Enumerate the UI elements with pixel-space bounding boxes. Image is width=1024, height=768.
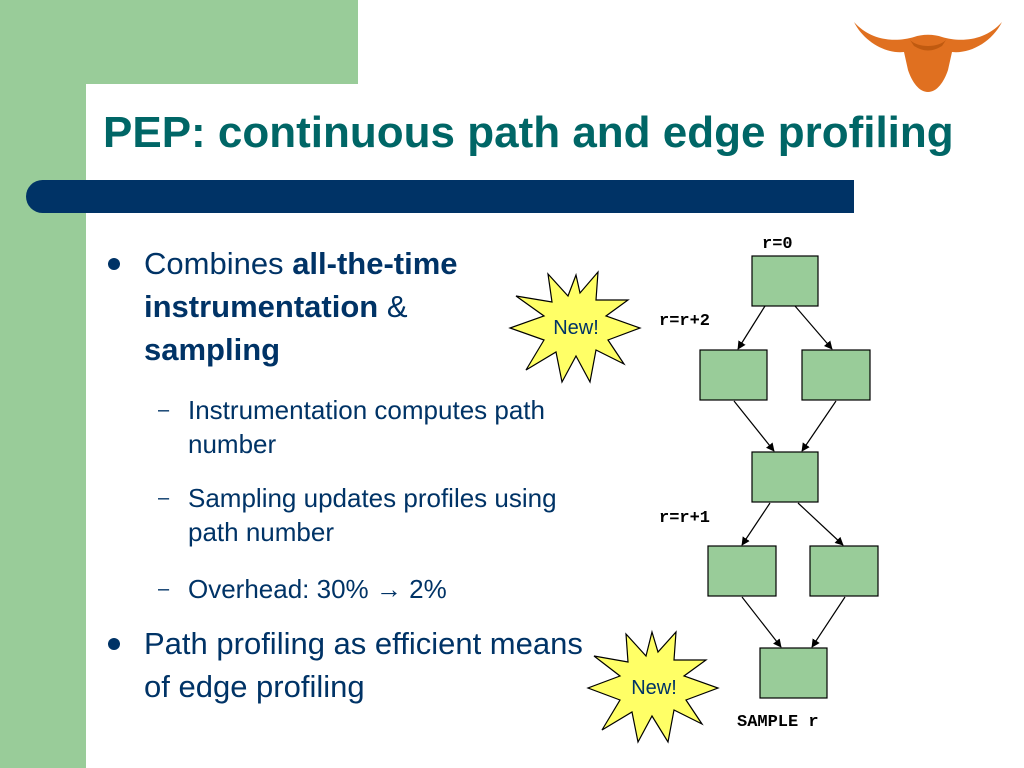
label-init: r=0 xyxy=(762,235,793,254)
cfg-node xyxy=(707,545,777,597)
bullet-1-text: & xyxy=(378,289,408,324)
background-green-left xyxy=(0,0,86,768)
cfg-node xyxy=(751,255,819,307)
bullet-1-strong: sampling xyxy=(144,332,281,367)
cfg-edge xyxy=(794,305,833,350)
new-burst: New! xyxy=(586,629,720,744)
bullet-1-text: Combines xyxy=(144,246,293,281)
title-bar xyxy=(26,180,854,213)
bullet-1: Combines all-the-time instrumentation & … xyxy=(144,242,564,371)
sub-dash: – xyxy=(158,487,170,509)
page-title: PEP: continuous path and edge profiling xyxy=(103,108,954,157)
sub-bullet-2: Sampling updates profiles using path num… xyxy=(188,483,557,547)
new-burst: New! xyxy=(508,270,642,384)
longhorn-icon xyxy=(854,22,1002,92)
cfg-edge xyxy=(741,502,771,546)
label-increment-1: r=r+1 xyxy=(659,509,710,528)
sub-dash: – xyxy=(158,578,170,600)
cfg-edge xyxy=(737,305,766,350)
label-sample: SAMPLE r xyxy=(737,713,819,732)
bullet-dot xyxy=(108,638,120,650)
new-badge-label: New! xyxy=(631,677,677,699)
cfg-node xyxy=(699,349,768,401)
new-badge-label: New! xyxy=(553,317,599,339)
label-increment-2: r=r+2 xyxy=(659,312,710,331)
cfg-edge xyxy=(801,400,837,452)
cfg-edge xyxy=(733,400,775,452)
sub-dash: – xyxy=(158,399,170,421)
sub-bullet-3: Overhead: 30% → 2% xyxy=(188,574,447,604)
cfg-node xyxy=(809,545,879,597)
cfg-edge xyxy=(741,596,782,648)
cfg-edge xyxy=(797,502,844,546)
bullet-dot xyxy=(108,258,120,270)
sub-bullet-1: Instrumentation computes path number xyxy=(188,395,545,459)
bullet-1-strong: all-the-time instrumentation xyxy=(144,246,458,324)
cfg-edge xyxy=(811,596,846,648)
bullet-2: Path profiling as efficient means of edg… xyxy=(144,626,583,704)
cfg-node xyxy=(759,647,828,699)
cfg-node xyxy=(801,349,871,401)
cfg-node xyxy=(751,451,819,503)
